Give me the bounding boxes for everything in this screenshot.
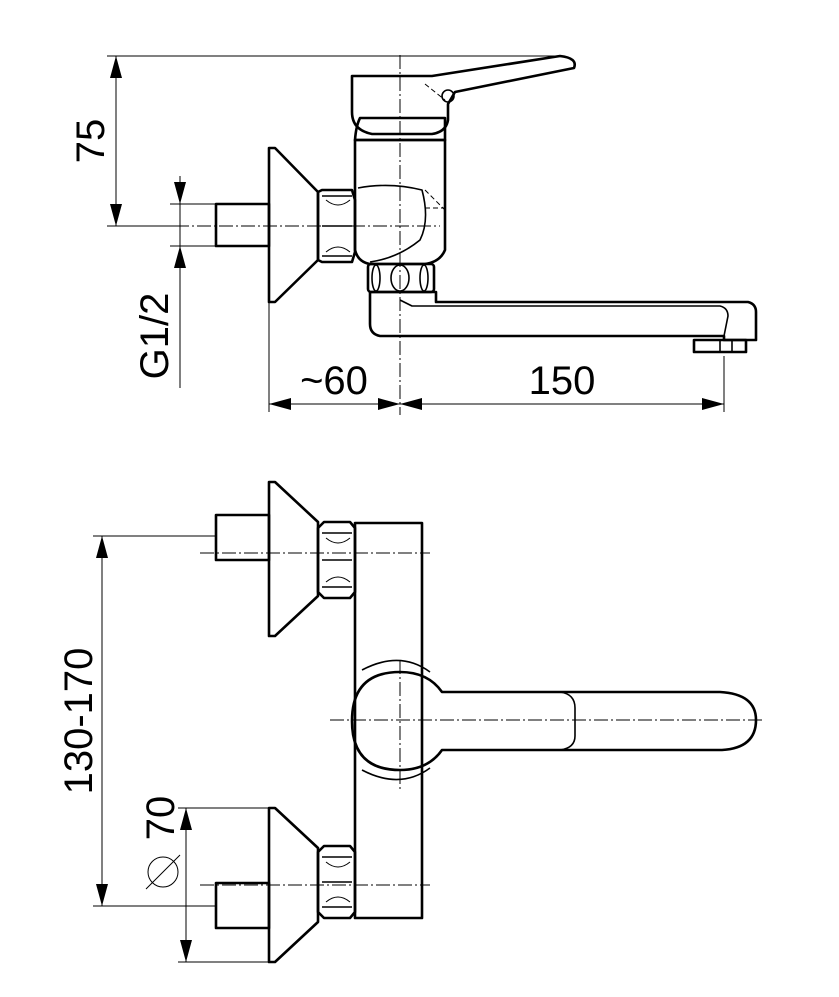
top-mixer-body [353,521,431,920]
side-cartridge [353,116,447,142]
dim-center-distance-label: 130-170 [57,648,101,795]
dim-wall-offset-label: ~60 [300,359,368,403]
dim-diameter-label: 70 [139,796,183,841]
dim-diameter: 70 [139,796,269,963]
top-lever-handle [350,670,758,772]
dim-spout-length-label: 150 [529,359,596,403]
dim-handle-height: 75 [69,55,560,227]
top-escutcheon-upper [267,480,320,638]
top-nut-upper [316,520,357,600]
diameter-symbol-icon [145,854,181,890]
top-view: 130-170 70 [57,480,762,964]
dim-horizontal: ~60 150 [268,302,725,412]
side-spout [368,290,758,342]
dim-thread: G1/2 [133,176,216,388]
side-lever-handle [350,54,576,136]
side-aerator [692,338,748,354]
top-nut-lower [316,844,357,920]
dim-center-distance: 130-170 [57,535,216,907]
side-view: 75 G1/2 ~60 150 [69,54,758,415]
dim-thread-label: G1/2 [133,293,177,380]
dim-handle-height-label: 75 [69,119,113,164]
